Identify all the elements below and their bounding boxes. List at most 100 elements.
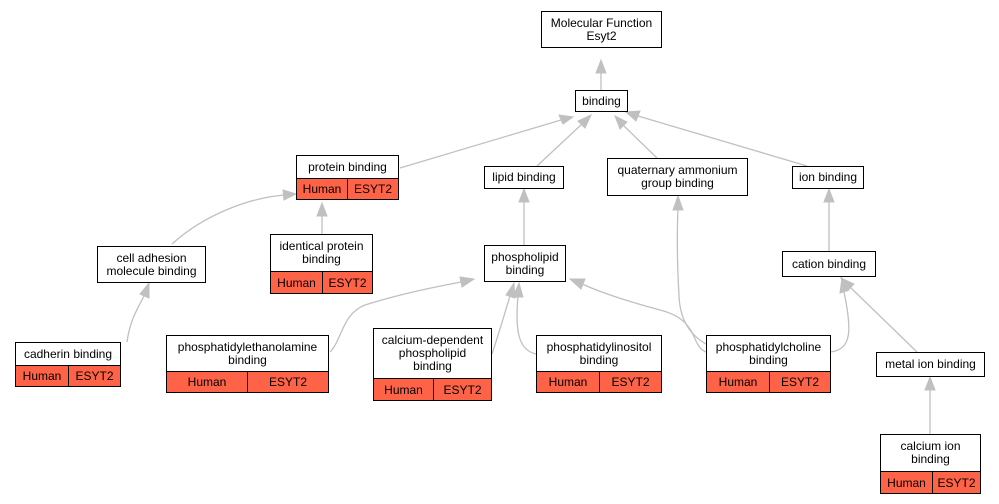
node-label-line: cell adhesion: [116, 250, 187, 265]
gene-cell: ESYT2: [937, 475, 976, 490]
node-label-line: cation binding: [791, 256, 867, 271]
species-cell: Human: [271, 272, 323, 293]
gene-cell: ESYT2: [75, 369, 114, 383]
node-label: protein binding: [297, 156, 398, 178]
node-phosphatidylinositol-binding[interactable]: phosphatidylinositol binding Human ESYT2: [536, 335, 662, 393]
edge-pi-to-phospholipid: [512, 281, 537, 355]
edge-identical-to-protein: [316, 201, 328, 234]
node-label-line: group binding: [641, 176, 714, 190]
species-cell: Human: [16, 366, 69, 386]
species-cell: Human: [881, 472, 933, 493]
node-label: phosphatidylcholine binding: [707, 336, 830, 371]
node-metal-ion-binding[interactable]: metal ion binding: [876, 352, 985, 377]
gene-cell: ESYT2: [780, 375, 819, 389]
node-label-line: phosphatidylcholine: [715, 339, 822, 354]
annotation-row: Human ESYT2: [297, 178, 398, 199]
annotation-row: Human ESYT2: [271, 271, 372, 293]
node-calcium-dependent-phospholipid-binding[interactable]: calcium-dependent phospholipid binding H…: [373, 328, 492, 401]
species-cell: Human: [707, 372, 770, 392]
node-label: cell adhesion molecule binding: [98, 247, 205, 282]
node-cation-binding[interactable]: cation binding: [782, 251, 876, 277]
node-label-line: binding: [505, 262, 545, 277]
node-label-line: binding: [228, 352, 267, 367]
node-identical-protein-binding[interactable]: identical protein binding Human ESYT2: [270, 234, 373, 294]
node-label-line: binding: [579, 352, 619, 367]
node-label-line: molecule binding: [106, 263, 197, 278]
node-phosphatidylethanolamine-binding[interactable]: phosphatidylethanolamine binding Human E…: [166, 335, 329, 393]
edge-metal-to-cation: [839, 276, 918, 353]
node-label: quaternary ammonium group binding: [608, 159, 747, 195]
edge-lipid-to-binding: [536, 113, 593, 167]
edge-cadherin-to-celladhesion: [126, 281, 150, 343]
node-binding[interactable]: binding: [575, 90, 628, 112]
edge-pe-to-phospholipid: [329, 276, 476, 353]
node-label-line: ion binding: [798, 170, 858, 184]
annotation-row: Human ESYT2: [707, 371, 830, 392]
node-molecular-function[interactable]: Molecular Function Esyt2: [541, 11, 662, 48]
node-ion-binding[interactable]: ion binding: [792, 166, 864, 189]
node-label-line: phosphatidylinositol: [546, 339, 652, 354]
species-cell: Human: [167, 372, 248, 392]
node-label-line: binding: [911, 452, 950, 466]
edge-pc-to-quaternary: [672, 194, 707, 345]
node-label-line: calcium-dependent: [381, 333, 484, 347]
node-lipid-binding[interactable]: lipid binding: [484, 166, 564, 189]
node-phospholipid-binding[interactable]: phospholipid binding: [484, 245, 566, 282]
edge-phospholipid-to-lipid: [518, 187, 530, 245]
node-label-line: Esyt2: [586, 28, 617, 43]
node-cadherin-binding[interactable]: cadherin binding Human ESYT2: [15, 342, 121, 387]
node-label-line: phospholipid: [491, 249, 559, 264]
node-label: Molecular Function Esyt2: [542, 12, 661, 47]
node-label: binding: [576, 91, 627, 111]
edge-pc-to-phospholipid: [568, 278, 707, 353]
annotation-row: Human ESYT2: [881, 471, 980, 493]
gene-cell: ESYT2: [268, 375, 307, 389]
node-phosphatidylcholine-binding[interactable]: phosphatidylcholine binding Human ESYT2: [706, 335, 831, 393]
node-label: phospholipid binding: [485, 246, 565, 281]
node-label: calcium ion binding: [881, 435, 980, 471]
node-label: ion binding: [793, 167, 863, 188]
annotation-row: Human ESYT2: [167, 371, 328, 392]
node-label: lipid binding: [485, 167, 563, 188]
gene-cell: ESYT2: [328, 275, 367, 290]
annotation-row: Human ESYT2: [374, 378, 491, 400]
node-label-line: quaternary ammonium: [617, 163, 738, 177]
node-label-line: Molecular Function: [550, 15, 653, 30]
node-calcium-ion-binding[interactable]: calcium ion binding Human ESYT2: [880, 434, 981, 494]
node-protein-binding[interactable]: protein binding Human ESYT2: [296, 155, 399, 200]
edge-calciumdep-to-phospholipid: [491, 281, 516, 355]
node-label: calcium-dependent phospholipid binding: [374, 329, 491, 378]
annotation-row: Human ESYT2: [537, 371, 661, 392]
node-label-line: binding: [582, 93, 621, 108]
node-label: phosphatidylinositol binding: [537, 336, 661, 371]
node-label-line: identical protein: [279, 239, 364, 253]
node-label-line: phosphatidylethanolamine: [177, 339, 318, 354]
edge-cation-to-ion: [823, 187, 835, 251]
gene-cell: ESYT2: [611, 375, 650, 389]
node-cell-adhesion-molecule-binding[interactable]: cell adhesion molecule binding: [97, 246, 206, 283]
edge-calciumion-to-metal: [924, 375, 936, 434]
edge-quaternary-to-binding: [614, 114, 658, 159]
node-label-line: cadherin binding: [23, 346, 113, 361]
node-label-line: phospholipid: [398, 346, 467, 360]
gene-cell: ESYT2: [353, 182, 392, 196]
node-label: metal ion binding: [877, 353, 984, 376]
node-label-line: calcium ion: [900, 439, 961, 453]
node-label-line: binding: [302, 252, 341, 266]
edge-celladhesion-to-protein: [171, 189, 298, 245]
node-label: cation binding: [783, 252, 875, 276]
edge-binding-to-mf: [595, 58, 607, 90]
node-label-line: binding: [413, 359, 452, 373]
gene-cell: ESYT2: [443, 382, 482, 397]
node-label-line: lipid binding: [492, 170, 556, 184]
species-cell: Human: [297, 179, 348, 199]
node-quaternary-ammonium-group-binding[interactable]: quaternary ammonium group binding: [607, 158, 748, 196]
node-label-line: protein binding: [308, 159, 387, 174]
species-cell: Human: [537, 372, 600, 392]
species-cell: Human: [374, 379, 434, 400]
node-label-line: binding: [749, 352, 788, 367]
edge-ion-to-binding: [624, 110, 808, 167]
node-label: cadherin binding: [16, 343, 120, 365]
